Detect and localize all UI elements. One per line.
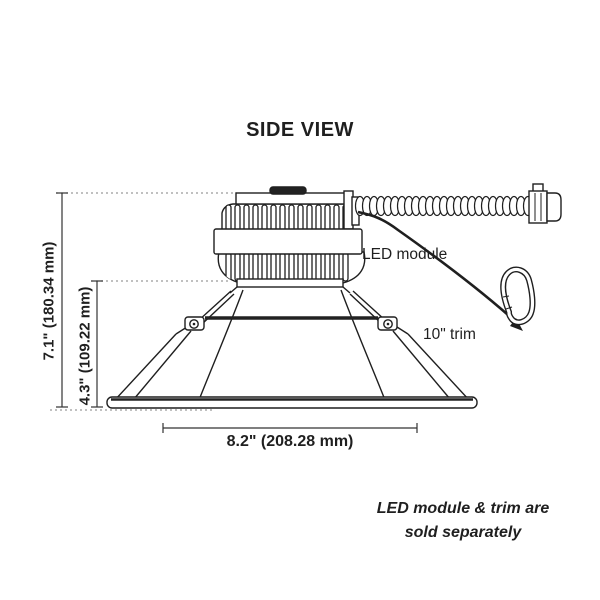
trim-label: 10" trim (423, 326, 476, 343)
heatsink-band (213, 228, 363, 255)
footnote: LED module & trim are sold separately (377, 497, 549, 545)
flexible-conduit (354, 195, 534, 217)
trim-drawing (106, 289, 478, 409)
page-title: SIDE VIEW (246, 119, 354, 141)
dimension-height-total: 7.1" (180.34 mm) (40, 241, 58, 361)
led-module-drawing (213, 186, 366, 294)
dimension-height-trim: 4.3" (109.22 mm) (76, 286, 94, 406)
footnote-line2: sold separately (404, 524, 522, 541)
safety-cable (357, 210, 523, 331)
heatsink-upper-fins (225, 204, 349, 232)
conduit-connector (528, 183, 562, 224)
heatsink-neck (236, 278, 344, 288)
carabiner-icon (500, 266, 536, 326)
junction-tab (269, 186, 307, 195)
led-module-label: LED module (362, 246, 448, 263)
footnote-line1: LED module & trim are (376, 500, 550, 517)
dimension-width-bottom: 8.2" (208.28 mm) (226, 433, 354, 450)
leader-lines (50, 192, 237, 411)
dimension-lines (56, 192, 418, 433)
